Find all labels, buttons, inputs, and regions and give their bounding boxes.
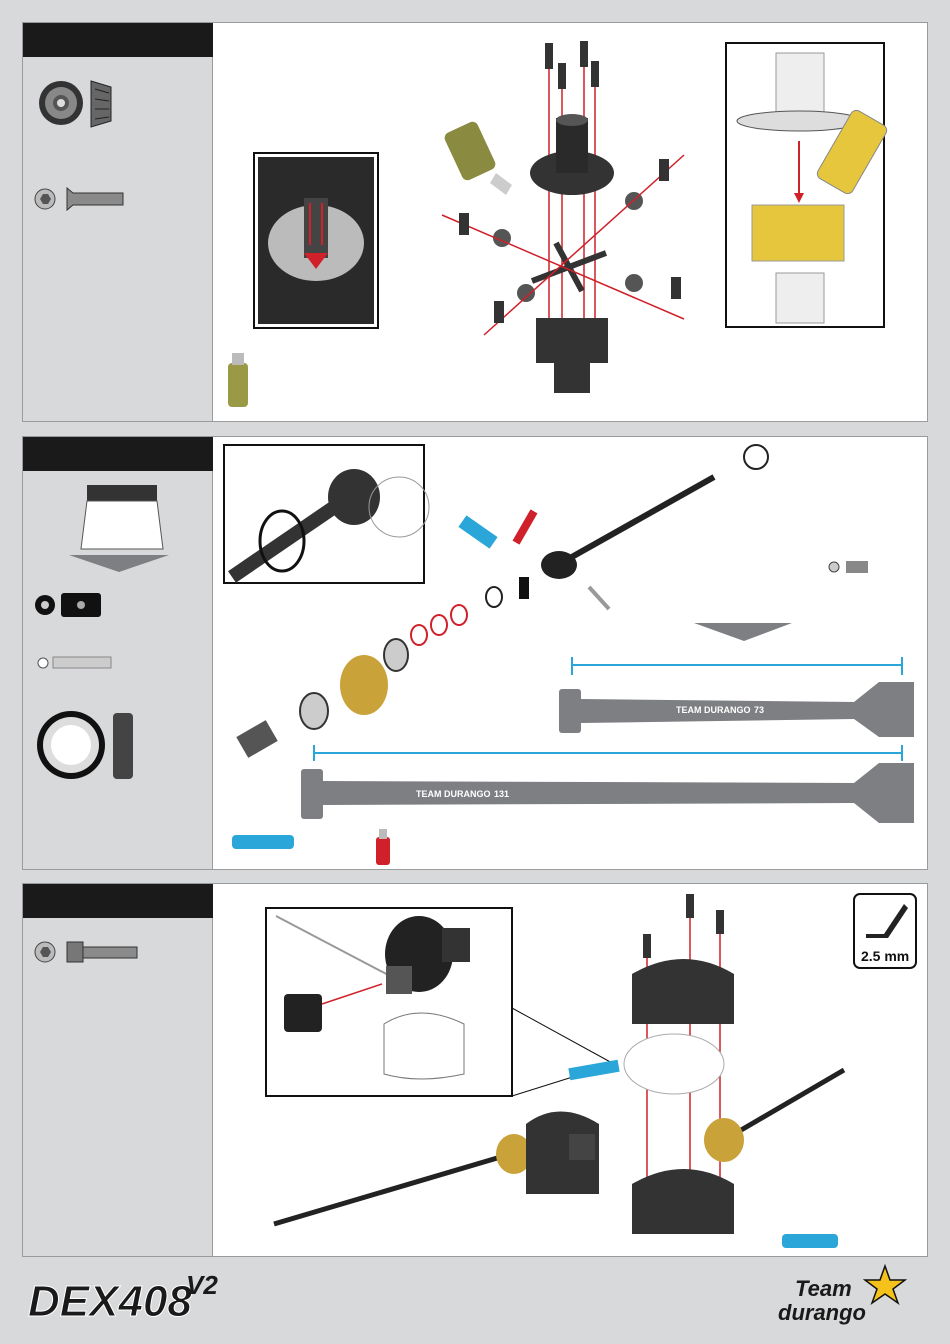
- short-shaft-brand: TEAM DURANGO: [676, 705, 751, 715]
- long-shaft-brand: TEAM DURANGO: [416, 789, 491, 799]
- step-2-diagram: TEAM DURANGO 73 TEAM DURANGO 131: [214, 437, 929, 871]
- team-durango-logo: Team durango: [778, 1266, 905, 1325]
- diff-fill-inset: [726, 43, 889, 327]
- model-version: V2: [186, 1270, 218, 1300]
- step-2-parts: [23, 437, 213, 871]
- step-2-sidebar: [23, 437, 213, 869]
- shaft-clip-inset: [224, 445, 429, 583]
- model-logo: DEX408: [28, 1277, 192, 1326]
- parts-bag-icon: [69, 485, 169, 572]
- short-cvd-shaft: TEAM DURANGO 73: [559, 657, 914, 737]
- step-1-main: [214, 23, 927, 421]
- step-1-panel: [22, 22, 928, 422]
- step-3-parts: [23, 884, 213, 1258]
- step-2-panel: TEAM DURANGO 73 TEAM DURANGO 131: [22, 436, 928, 870]
- svg-text:durango: durango: [778, 1300, 866, 1325]
- countersunk-screw-icon: [35, 188, 123, 210]
- grease-tube-icon-2: [782, 1234, 838, 1248]
- step-1-parts: [23, 23, 213, 423]
- svg-text:Team: Team: [795, 1276, 852, 1301]
- step-3-main: 2.5 mm: [214, 884, 927, 1256]
- step-1-sidebar: [23, 23, 213, 421]
- step-3-diagram: [214, 884, 929, 1258]
- short-shaft-number: 73: [754, 705, 764, 715]
- bevel-gear-icon: [91, 81, 111, 127]
- footer-logos: DEX408 V2 Team durango: [0, 1258, 950, 1344]
- footer: DEX408 V2 Team durango: [0, 1258, 950, 1344]
- eclip-icon: [35, 593, 101, 617]
- step-3-sidebar: [23, 884, 213, 1256]
- pin-icon: [38, 657, 111, 668]
- grease-tube-icon: [232, 835, 294, 849]
- step-3-panel: 2.5 mm: [22, 883, 928, 1257]
- diff-exploded-view: [442, 41, 684, 393]
- diff-inset-detail: [254, 153, 378, 328]
- tool-size-label: 2.5 mm: [861, 948, 909, 964]
- threadlock-bottle-icon: [376, 829, 390, 865]
- bearing-icon: [37, 711, 133, 779]
- gearbox-inset: [266, 908, 614, 1096]
- long-cvd-shaft: TEAM DURANGO 131: [301, 745, 914, 823]
- step-2-main: TEAM DURANGO 73 TEAM DURANGO 131: [214, 437, 927, 869]
- diff-gear-icon: [39, 81, 83, 125]
- oil-bottle-icon: [228, 353, 248, 407]
- cap-screw-icon: [35, 942, 137, 962]
- step-1-diagram: [214, 23, 929, 423]
- long-shaft-number: 131: [494, 789, 509, 799]
